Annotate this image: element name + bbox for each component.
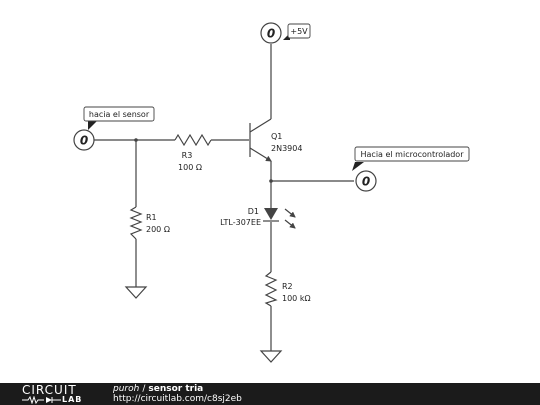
r3-value: 100 Ω	[178, 163, 202, 172]
resistor-r1: R1 200 Ω	[129, 206, 170, 240]
logo-waveform-icon	[22, 396, 61, 404]
d1-ref: D1	[248, 207, 259, 216]
wires	[94, 44, 354, 351]
circuit-title[interactable]: sensor tria	[148, 384, 204, 394]
r1-value: 200 Ω	[146, 225, 170, 234]
micro-label: Hacia el microcontrolador	[361, 150, 465, 159]
footer-title-line: puroh/sensor tria	[113, 384, 203, 394]
circuit-url[interactable]: http://circuitlab.com/c8sj2eb	[113, 394, 242, 404]
sensor-label: hacia el sensor	[89, 110, 150, 119]
r1-ref: R1	[146, 213, 157, 222]
q1-ref: Q1	[271, 132, 282, 141]
ground-symbol	[259, 350, 283, 363]
d1-part: LTL-307EE	[220, 218, 261, 227]
r3-ref: R3	[182, 151, 193, 160]
ground-symbol	[124, 286, 148, 299]
node-zero-label: 0	[362, 175, 370, 189]
led-d1: D1 LTL-307EE	[220, 207, 296, 229]
logo-lab-text: LAB	[62, 395, 83, 404]
supply-node-5v: 0 +5V	[260, 22, 311, 44]
microcontroller-node: 0 Hacia el microcontrolador	[352, 146, 470, 192]
supply-label: +5V	[290, 27, 308, 36]
resistor-r2: R2 100 kΩ	[264, 271, 311, 307]
circuitlab-logo[interactable]: CIRCUIT LAB	[22, 384, 94, 404]
node-zero-label: 0	[80, 134, 88, 148]
resistor-r3: R3 100 Ω	[174, 133, 212, 172]
r2-ref: R2	[282, 282, 293, 291]
r2-value: 100 kΩ	[282, 294, 311, 303]
author-link[interactable]: puroh	[113, 384, 140, 394]
circuit-schematic: 0 +5V 0 hacia el sensor 0 Hacia el micro…	[73, 22, 470, 363]
logo-circuit-text: CIRCUIT	[22, 383, 77, 397]
junction-dot	[134, 138, 138, 142]
junction-dot	[269, 179, 273, 183]
transistor-q1: Q1 2N3904	[249, 118, 302, 162]
node-zero-label: 0	[267, 27, 275, 41]
sensor-node: 0 hacia el sensor	[73, 106, 155, 151]
footer-bar: CIRCUIT LAB puroh/sensor tria http://cir…	[0, 383, 540, 405]
q1-part: 2N3904	[271, 144, 302, 153]
title-separator: /	[142, 384, 146, 394]
